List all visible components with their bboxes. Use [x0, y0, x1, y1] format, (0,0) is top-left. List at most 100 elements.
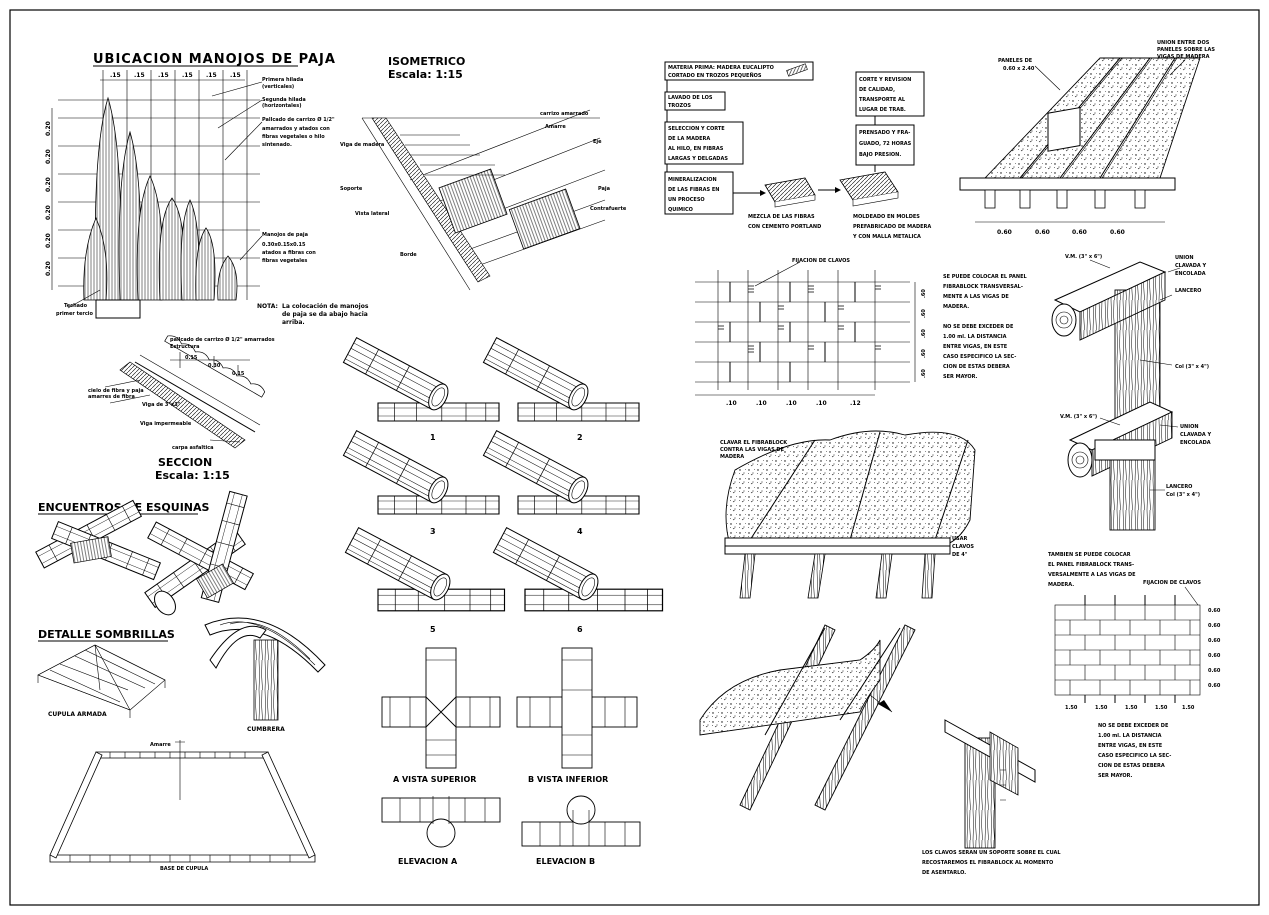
ubic-side-dim: 0.20 [45, 233, 52, 248]
secc-dim: 0.15 [185, 355, 198, 361]
paneles-section: 0.60 0.60 0.60 0.60 PANELES DE 0.60 x 2.… [959, 40, 1215, 236]
paneles-dim: 0.60 [1072, 229, 1087, 236]
ubic-label: Techado [64, 303, 88, 309]
fijacion-note: SE PUEDE COLOCAR EL PANEL [943, 274, 1028, 280]
sombrilla-top-label: Amarre [150, 742, 171, 748]
ubicacion-title: UBICACION MANOJOS DE PAJA [93, 52, 336, 67]
transv-bottom-dim: 1.50 [1065, 705, 1078, 711]
ubic-top-dim: .15 [158, 72, 169, 79]
clavos-note: LOS CLAVOS SERAN UN SOPORTE SOBRE EL CUA… [922, 850, 1061, 856]
joint-number: 5 [430, 625, 436, 634]
ubic-label: atados a fibras con [262, 250, 316, 256]
transversal-note2: SER MAYOR. [1098, 773, 1133, 779]
nota-text: La colocación de manojos [282, 303, 369, 310]
union-vm: V.M. (3" x 6") [1060, 414, 1097, 420]
flow-step3: LARGAS Y DELGADAS [668, 156, 728, 162]
transversal-note: TAMBIEN SE PUEDE COLOCAR [1048, 552, 1131, 558]
transv-bottom-dim: 1.50 [1155, 705, 1168, 711]
union-section: V.M. (3" x 6") UNION CLAVADA Y ENCOLADA … [1047, 106, 1212, 531]
flow-step1: MATERIA PRIMA: MADERA EUCALIPTO [668, 65, 774, 71]
transversal-note: EL PANEL FIBRABLOCK TRANS- [1048, 562, 1134, 568]
sombrillas-section: DETALLE SOMBRILLAS CUPULA ARMADA CUMBRER… [37, 617, 326, 872]
fijacion-bottom-dim: .10 [816, 400, 827, 407]
union-text: CLAVADA Y [1175, 263, 1207, 269]
ubic-label: Segunda hilada [262, 97, 306, 103]
transversal-note2: 1.00 ml. LA DISTANCIA [1098, 733, 1162, 739]
secc-label: Viga de 3"x3" [142, 402, 181, 408]
ubic-label: 0.30x0.15x0.15 [262, 242, 306, 248]
elev-a-label: ELEVACION A [398, 857, 458, 866]
flow-step4: MINERALIZACION [668, 177, 717, 183]
isometrico-section: ISOMETRICO Escala: 1:15 carrizo amarrado… [340, 55, 627, 291]
iso-label: Contrafuerte [590, 206, 627, 212]
ubic-side-dim: 0.20 [45, 149, 52, 164]
ubic-top-dim: .15 [206, 72, 217, 79]
fijacion-note2: 1.00 ml. LA DISTANCIA [943, 334, 1007, 340]
flow-step8: CORTE Y REVISION [859, 77, 911, 83]
flow-step5: MEZCLA DE LAS FIBRAS [748, 214, 815, 220]
clavos-note: DE ASENTARLO. [922, 870, 966, 876]
flow-step8: LUGAR DE TRAB. [859, 107, 906, 113]
iso-label: Viga de madera [340, 142, 384, 148]
flow-step3: AL HILO, EN FIBRAS [668, 146, 724, 152]
fijacion-side-dim: .60 [921, 289, 927, 298]
transv-side-dim: 0.60 [1208, 638, 1221, 644]
paneles-label: PANELES DE [998, 58, 1033, 64]
transv-side-dim: 0.60 [1208, 668, 1221, 674]
nota-text: arriba. [282, 319, 305, 326]
fijacion-note2: SER MAYOR. [943, 374, 978, 380]
vista-b-label: B VISTA INFERIOR [528, 775, 608, 784]
fijacion-bottom-dim: .10 [726, 400, 737, 407]
union-text: UNION [1180, 424, 1199, 430]
flow-step7: GUADO, 72 HORAS [859, 141, 912, 147]
secc-label: pallcado de carrizo Ø 1/2" amarrados [170, 336, 275, 343]
transversal-note2: CION DE ESTAS DEBERA [1098, 763, 1165, 769]
transv-bottom-dim: 1.50 [1095, 705, 1108, 711]
ubic-side-dim: 0.20 [45, 177, 52, 192]
flow-step2: TROZOS [668, 103, 691, 109]
transversal-note2: CASO ESPECIFICO LA SEC- [1098, 753, 1171, 759]
fijacion-note: MADERA. [943, 304, 969, 310]
seccion-section: 0.15 0.30 0.15 pallcado de carrizo Ø 1/2… [88, 335, 275, 482]
union-text: CLAVADA Y [1180, 432, 1212, 438]
clavos-support-section: LOS CLAVOS SERAN UN SOPORTE SOBRE EL CUA… [922, 719, 1061, 876]
seccion-title: SECCION [158, 456, 212, 469]
fijacion-note: FIBRABLOCK TRANSVERSAL- [943, 284, 1023, 290]
union-text: UNION [1175, 255, 1194, 261]
lancero-label: LANCERO [1175, 288, 1201, 294]
cupula-label: CUPULA ARMADA [48, 711, 107, 718]
clavos-note: RECOSTAREMOS EL FIBRABLOCK AL MOMENTO [922, 860, 1053, 866]
flow-step2: LAVADO DE LOS [668, 95, 713, 101]
sheet-border [9, 9, 1260, 906]
ubic-top-dim: .15 [110, 72, 121, 79]
joint-number: 4 [577, 527, 583, 536]
union-label: UNION ENTRE DOS [1157, 40, 1210, 46]
clavar-label: CLAVAR EL FIBRABLOCK [720, 440, 788, 446]
flow-step6: PREFABRICADO DE MADERA [853, 224, 931, 230]
fijacion-section: FIJACION DE CLAVOS .10 .10 .10 .10 .12 .… [695, 258, 1028, 407]
fijacion-note2: ENTRE VIGAS, EN ESTE [943, 344, 1008, 350]
ubic-label: Pallcado de carrizo Ø 1/2" [262, 116, 335, 123]
ubic-top-dim: .15 [230, 72, 241, 79]
flow-step7: BAJO PRESION. [859, 152, 901, 158]
fijacion-side-dim: .60 [921, 329, 927, 338]
flow-step7: PRENSADO Y FRA- [859, 130, 910, 136]
fijacion-note2: CASO ESPECIFICO LA SEC- [943, 354, 1016, 360]
ubic-side-dim: 0.20 [45, 205, 52, 220]
iso-label: Soporte [340, 186, 363, 192]
clavar-label: CONTRA LAS VIGAS DE [720, 447, 785, 453]
usar-label: DE 4" [952, 552, 968, 558]
fijacion-side-dim: .60 [921, 309, 927, 318]
primer-tercio-box [95, 299, 141, 319]
ubic-label: fibras vegetales o hilo [262, 134, 325, 140]
ubic-label: Primera hilada [262, 77, 303, 83]
union-label: VIGAS DE MADERA [1157, 54, 1210, 60]
transversal-note: VERSALMENTE A LAS VIGAS DE [1048, 572, 1136, 578]
fijacion-note: MENTE A LAS VIGAS DE [943, 294, 1009, 300]
ubic-label: sintenado. [262, 142, 292, 148]
ubic-label: (verticales) [262, 84, 294, 90]
isometrico-scale: Escala: 1:15 [388, 68, 463, 81]
nota-label: NOTA: [257, 303, 278, 310]
base-cupula-label: BASE DE CUPULA [160, 866, 208, 872]
